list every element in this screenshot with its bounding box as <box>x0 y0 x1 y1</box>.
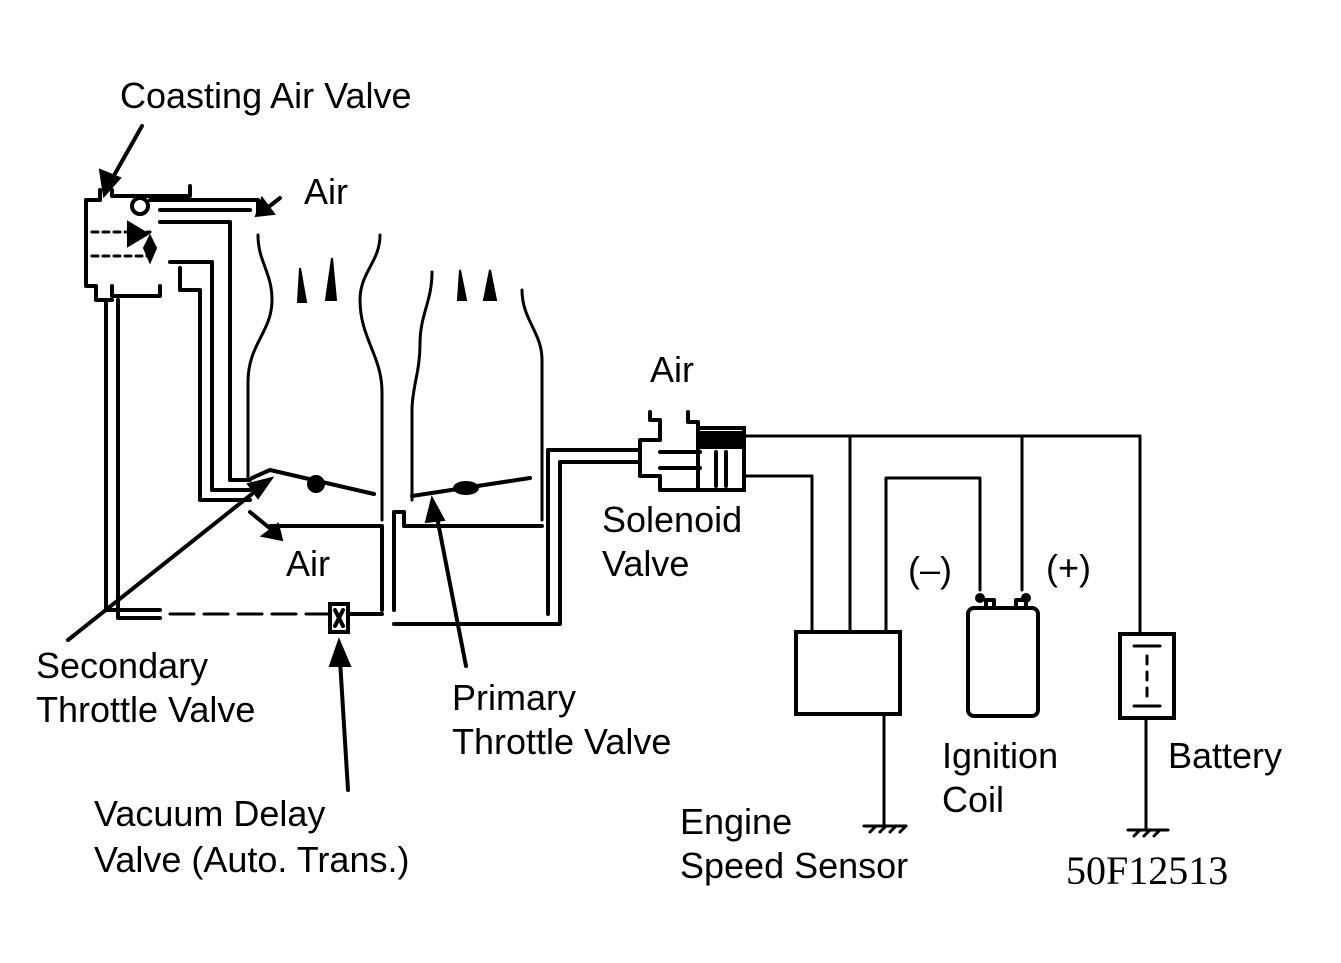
label-plus: (+) <box>1046 547 1091 588</box>
label-primary-line1: Primary <box>452 677 576 718</box>
wiring <box>742 434 1142 634</box>
label-coasting-air-valve: Coasting Air Valve <box>120 75 411 116</box>
carburetor <box>246 233 544 612</box>
secondary-throttle-arrowhead <box>246 476 275 500</box>
label-secondary-line1: Secondary <box>36 645 208 686</box>
label-solenoid-line2: Valve <box>602 543 689 584</box>
vacuum-delay-arrowhead <box>328 637 352 667</box>
label-vacuum-line2: Valve (Auto. Trans.) <box>94 839 409 880</box>
primary-throttle-pointer <box>434 510 468 668</box>
label-primary-line2: Throttle Valve <box>452 721 671 762</box>
primary-throttle-arrowhead <box>424 495 446 524</box>
label-air-bottom: Air <box>286 543 330 584</box>
secondary-throttle-pointer <box>66 484 264 642</box>
label-vacuum-line1: Vacuum Delay <box>94 793 325 834</box>
engine-speed-sensor <box>794 630 908 834</box>
label-air-top: Air <box>304 171 348 212</box>
label-secondary-line2: Throttle Valve <box>36 689 255 730</box>
coasting-air-valve <box>84 184 192 302</box>
label-battery: Battery <box>1168 735 1282 776</box>
vacuum-hoses <box>104 198 332 620</box>
label-solenoid-line1: Solenoid <box>602 499 742 540</box>
solenoid-valve <box>638 410 746 492</box>
label-minus: (–) <box>908 549 952 590</box>
label-air-solenoid: Air <box>650 349 694 390</box>
label-engine-line2: Speed Sensor <box>680 845 908 886</box>
air-inlet-arrowhead-top <box>254 195 276 218</box>
ignition-coil <box>966 593 1040 718</box>
label-ignition-line1: Ignition <box>942 735 1058 776</box>
figure-id: 50F12513 <box>1066 848 1228 893</box>
label-ignition-line2: Coil <box>942 779 1004 820</box>
battery <box>1118 632 1176 838</box>
coasting-air-valve-pointer-arrowhead <box>98 168 122 199</box>
vacuum-delay-pointer <box>338 658 350 792</box>
label-engine-line1: Engine <box>680 801 792 842</box>
